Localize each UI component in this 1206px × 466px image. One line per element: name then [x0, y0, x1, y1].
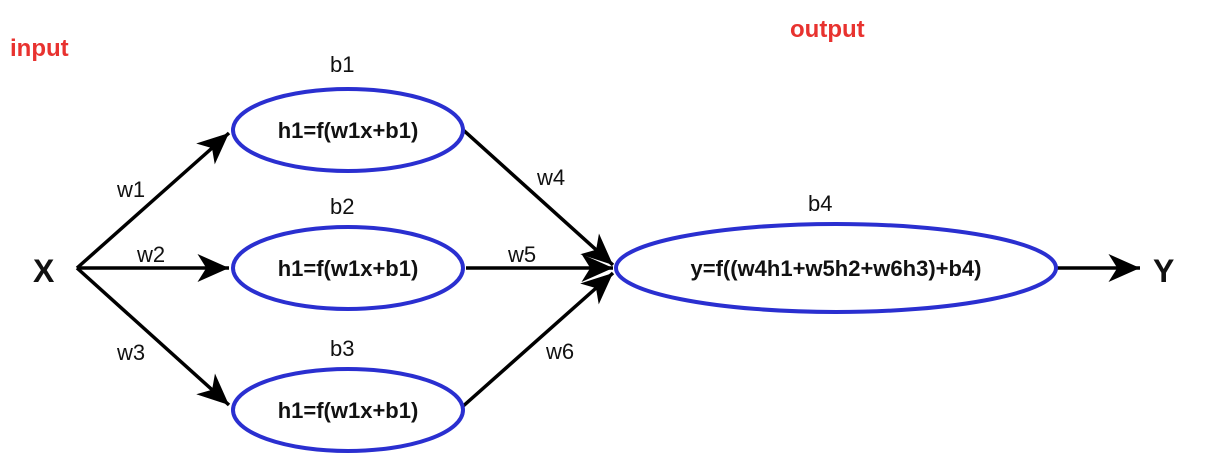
edge-h3-out [459, 271, 615, 410]
hidden-node-3-text: h1=f(w1x+b1) [278, 398, 419, 423]
hidden-node-1-text: h1=f(w1x+b1) [278, 118, 419, 143]
output-label: output [790, 16, 865, 43]
edge-x-h3 [75, 266, 231, 407]
hidden-node-2-text: h1=f(w1x+b1) [278, 256, 419, 281]
output-node [614, 222, 1058, 314]
weight-label-w4: w4 [536, 165, 565, 190]
bias-label-b3: b3 [330, 336, 354, 361]
output-node-text: y=f((w4h1+w5h2+w6h3)+b4) [691, 256, 982, 281]
hidden-node-1 [231, 87, 465, 173]
input-label: input [10, 35, 69, 62]
weight-label-w5: w5 [507, 242, 536, 267]
hidden-node-3 [231, 367, 465, 453]
output-variable-y: Y [1153, 253, 1174, 289]
weight-label-w6: w6 [545, 339, 574, 364]
hidden-node-2 [231, 225, 465, 311]
input-variable-x: X [33, 253, 55, 289]
edge-h1-out [459, 126, 615, 267]
weight-label-w2: w2 [136, 242, 165, 267]
bias-label-b1: b1 [330, 52, 354, 77]
weight-label-w1: w1 [116, 177, 145, 202]
weight-label-w3: w3 [116, 340, 145, 365]
bias-label-b4: b4 [808, 191, 832, 216]
bias-label-b2: b2 [330, 194, 354, 219]
edge-x-h1 [75, 131, 231, 270]
